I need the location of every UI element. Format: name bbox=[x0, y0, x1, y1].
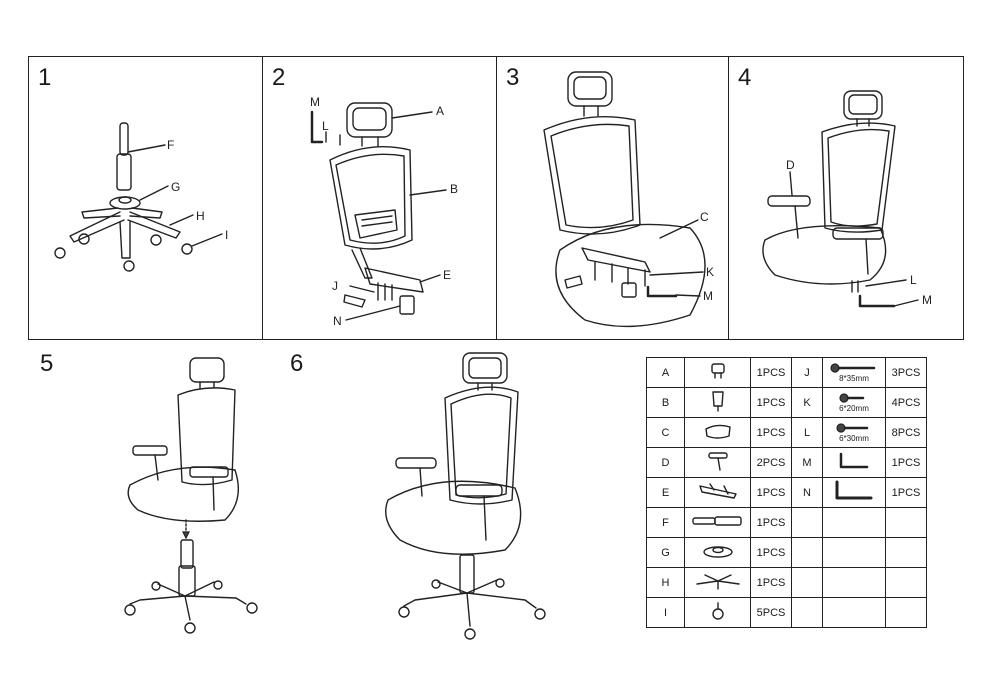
part-letter: H bbox=[646, 567, 685, 598]
label-J: J bbox=[332, 279, 338, 293]
seat-icon bbox=[684, 417, 751, 448]
part-letter: A bbox=[646, 357, 685, 388]
label-B: B bbox=[450, 182, 458, 196]
part-letter: D bbox=[646, 447, 685, 478]
gas-lift-cover-icon bbox=[684, 537, 751, 568]
part-qty: 1PCS bbox=[885, 447, 927, 478]
part-qty: 8PCS bbox=[885, 417, 927, 448]
headrest-icon bbox=[684, 357, 751, 388]
part-qty: 4PCS bbox=[885, 387, 927, 418]
part-letter: N bbox=[791, 477, 823, 508]
part-letter: G bbox=[646, 537, 685, 568]
part-qty: 1PCS bbox=[750, 537, 792, 568]
step-6-number: 6 bbox=[290, 350, 304, 377]
bolt-medium-icon: 6*30mm bbox=[822, 417, 886, 448]
part-letter: E bbox=[646, 477, 685, 508]
part-qty: 1PCS bbox=[750, 507, 792, 538]
parts-table: A 1PCS J 8*35mm 3PCS B 1PCS K 6*20mm 4PC… bbox=[646, 357, 927, 628]
part-letter: K bbox=[791, 387, 823, 418]
part-qty: 3PCS bbox=[885, 357, 927, 388]
step-4-panel bbox=[728, 56, 964, 340]
parts-row: G 1PCS bbox=[646, 537, 927, 568]
part-qty: 1PCS bbox=[885, 477, 927, 508]
label-H: H bbox=[196, 209, 205, 223]
bolt-long-icon: 8*35mm bbox=[822, 357, 886, 388]
step-2-number: 2 bbox=[272, 64, 286, 91]
label-I: I bbox=[225, 228, 228, 242]
backrest-icon bbox=[684, 387, 751, 418]
label-E: E bbox=[443, 268, 451, 282]
bolt-short-icon: 6*20mm bbox=[822, 387, 886, 418]
step-5-number: 5 bbox=[40, 350, 54, 377]
label-D: D bbox=[786, 158, 795, 172]
mechanism-icon bbox=[684, 477, 751, 508]
part-letter: J bbox=[791, 357, 823, 388]
parts-row: D 2PCS M 1PCS bbox=[646, 447, 927, 478]
part-qty: 2PCS bbox=[750, 447, 792, 478]
parts-row: B 1PCS K 6*20mm 4PCS bbox=[646, 387, 927, 418]
part-letter: M bbox=[791, 447, 823, 478]
label-M-step3: M bbox=[703, 289, 713, 303]
parts-row: A 1PCS J 8*35mm 3PCS bbox=[646, 357, 927, 388]
part-letter: L bbox=[791, 417, 823, 448]
label-F: F bbox=[167, 138, 174, 152]
label-L-step4: L bbox=[910, 273, 917, 287]
caster-icon bbox=[684, 597, 751, 628]
parts-row: I 5PCS bbox=[646, 597, 927, 628]
label-N: N bbox=[333, 314, 342, 328]
label-M-step4: M bbox=[922, 293, 932, 307]
base-icon bbox=[684, 567, 751, 598]
part-qty: 1PCS bbox=[750, 417, 792, 448]
parts-row: F 1PCS bbox=[646, 507, 927, 538]
parts-row: C 1PCS L 6*30mm 8PCS bbox=[646, 417, 927, 448]
label-C: C bbox=[700, 210, 709, 224]
label-A: A bbox=[436, 104, 444, 118]
part-qty: 1PCS bbox=[750, 567, 792, 598]
part-qty: 1PCS bbox=[750, 387, 792, 418]
label-K: K bbox=[706, 265, 714, 279]
step-1-number: 1 bbox=[38, 64, 52, 91]
part-letter: I bbox=[646, 597, 685, 628]
bolt-spec: 6*20mm bbox=[839, 403, 869, 413]
part-qty: 1PCS bbox=[750, 357, 792, 388]
large-allen-key-icon bbox=[822, 477, 886, 508]
step-3-number: 3 bbox=[506, 64, 520, 91]
part-letter: F bbox=[646, 507, 685, 538]
part-letter: C bbox=[646, 417, 685, 448]
label-M: M bbox=[310, 95, 320, 109]
small-allen-key-icon bbox=[822, 447, 886, 478]
armrest-icon bbox=[684, 447, 751, 478]
label-L: L bbox=[322, 119, 329, 133]
part-letter: B bbox=[646, 387, 685, 418]
bolt-spec: 8*35mm bbox=[839, 373, 869, 383]
parts-row: H 1PCS bbox=[646, 567, 927, 598]
part-qty: 1PCS bbox=[750, 477, 792, 508]
gas-lift-icon bbox=[684, 507, 751, 538]
part-qty: 5PCS bbox=[750, 597, 792, 628]
label-G: G bbox=[171, 180, 180, 194]
bolt-spec: 6*30mm bbox=[839, 433, 869, 443]
step-4-number: 4 bbox=[738, 64, 752, 91]
parts-row: E 1PCS N 1PCS bbox=[646, 477, 927, 508]
